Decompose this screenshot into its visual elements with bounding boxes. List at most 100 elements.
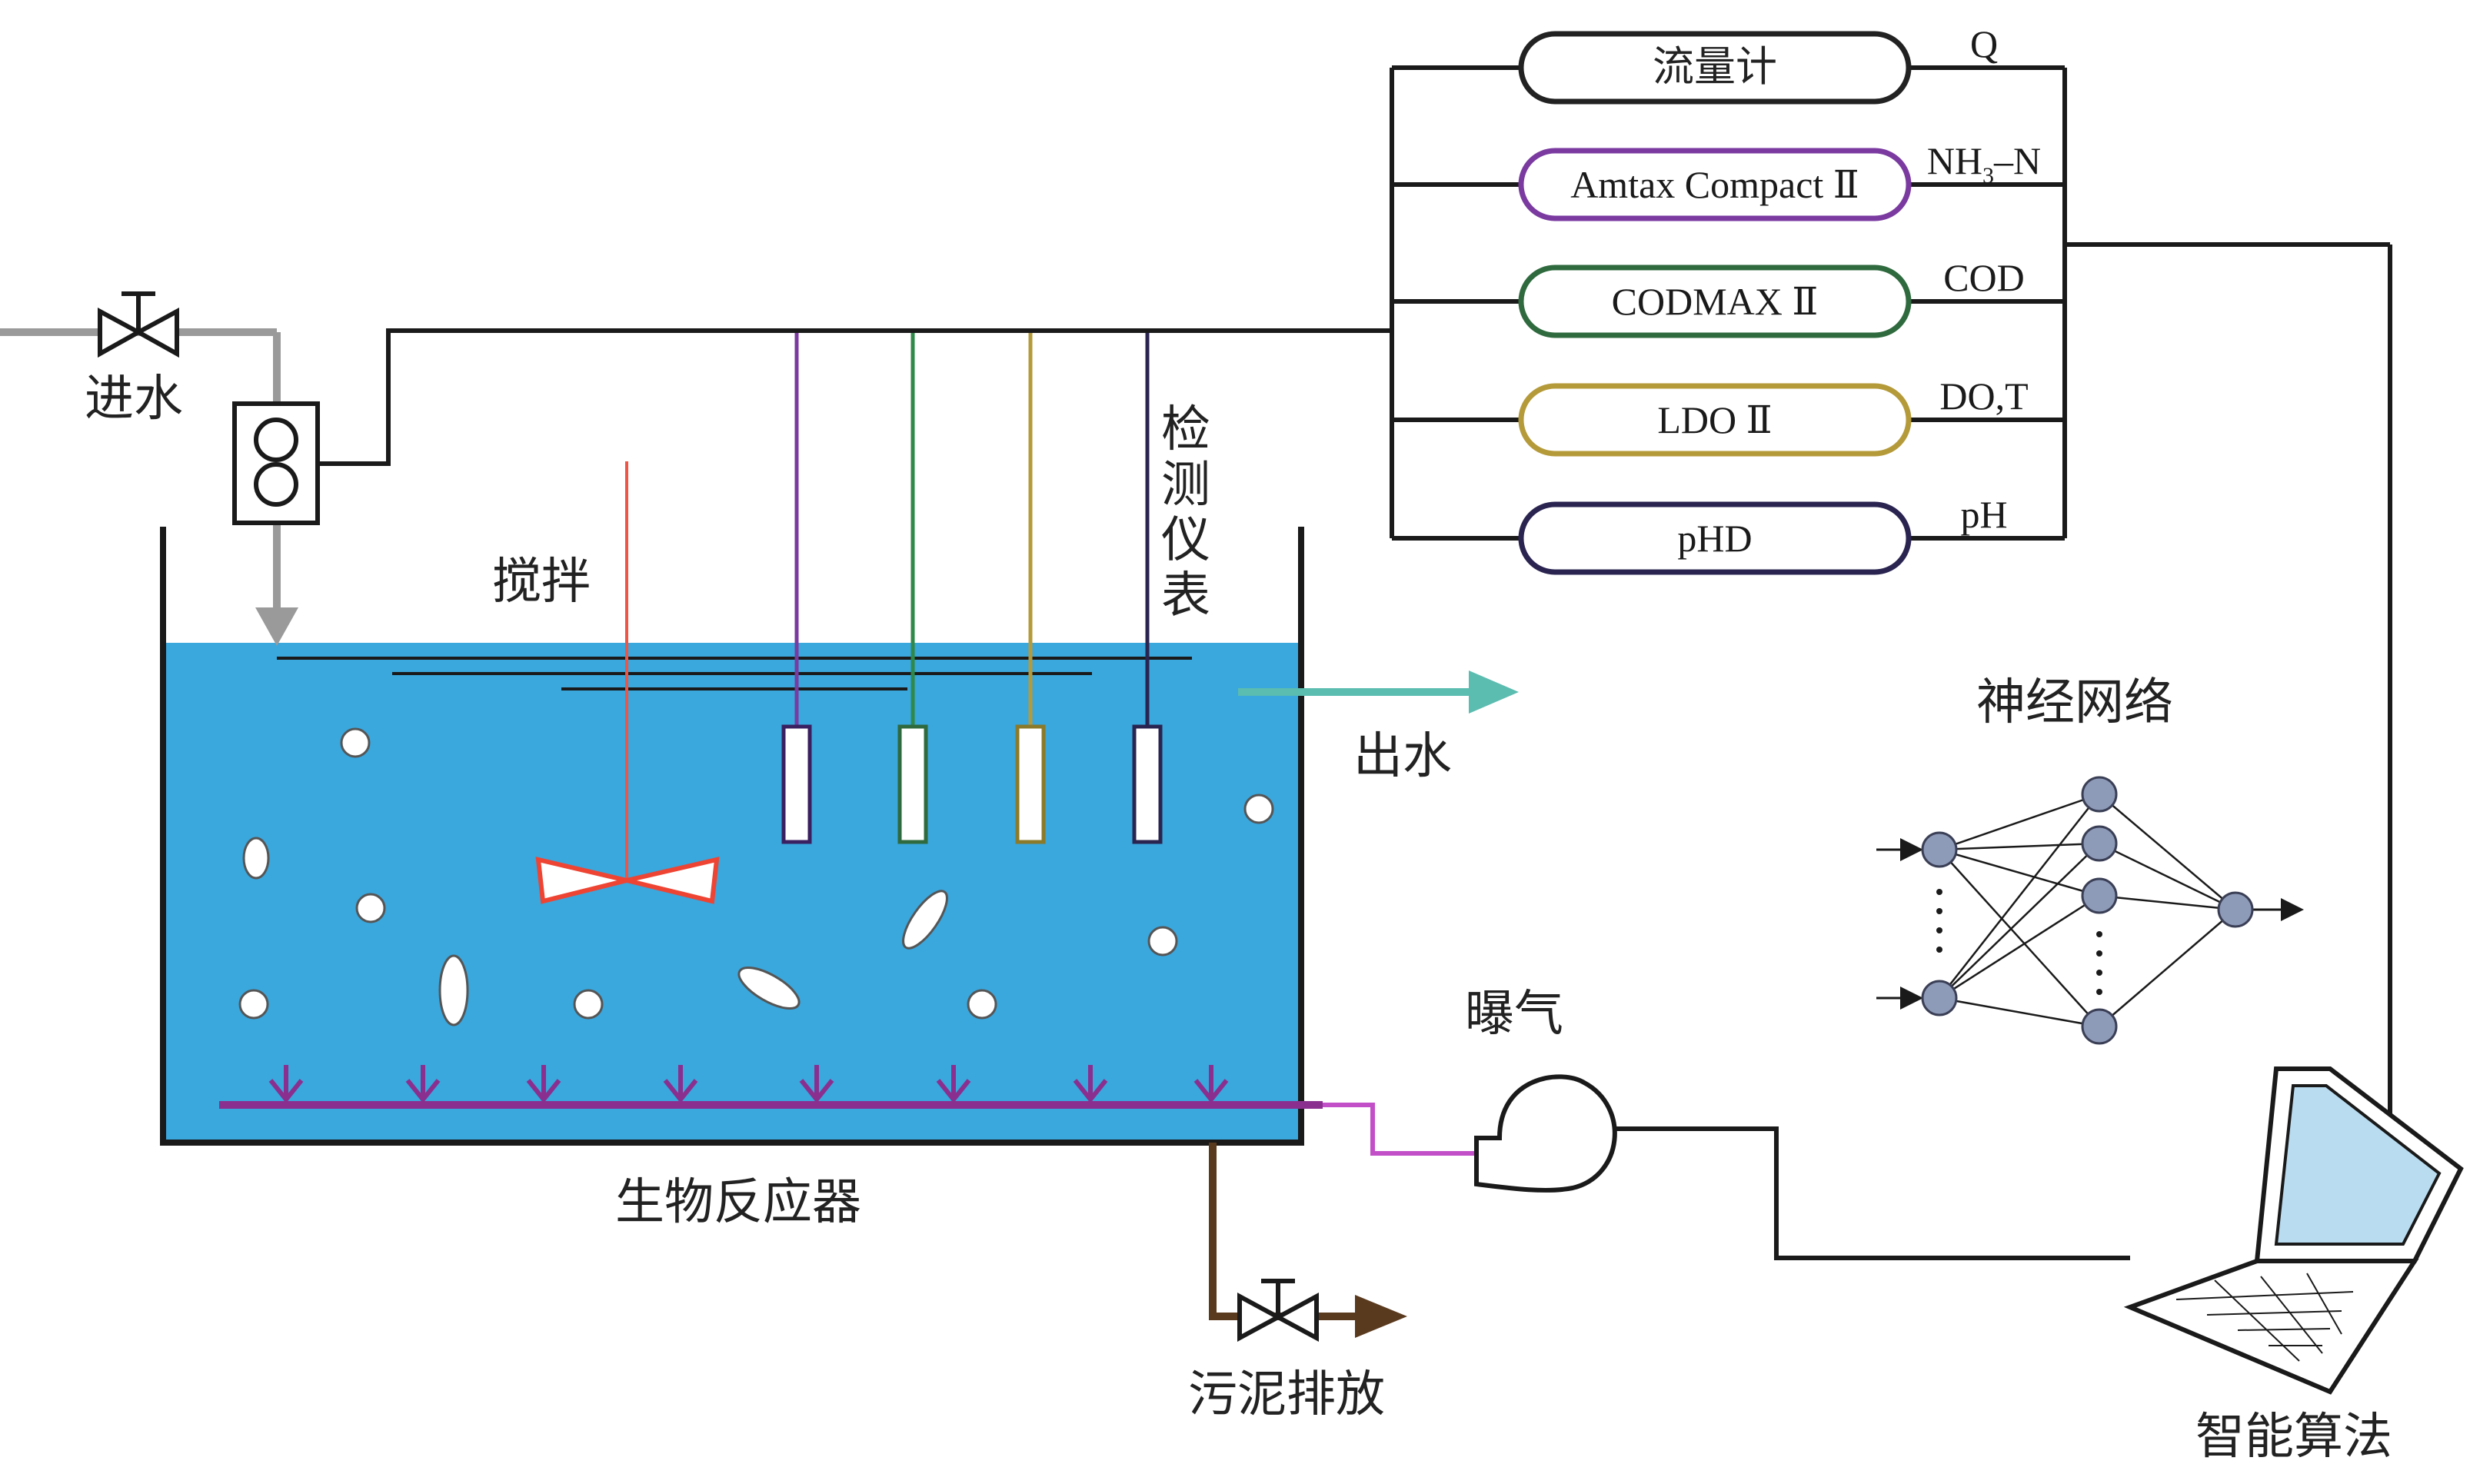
instrument-name: LDO Ⅱ [1657,398,1772,441]
nn-input-node [1921,831,1958,868]
stirrer [535,461,720,904]
instrument-name: pHD [1677,517,1752,560]
bubble [573,989,604,1020]
aeration-pipe [219,1065,1476,1156]
laptop-icon [2123,1066,2464,1395]
inlet-flowmeter-icon [232,401,320,525]
outlet [1238,670,1519,714]
probe-cod [897,724,928,844]
instrument-row: pHD pH [1392,493,2065,575]
sludge-pipe [1209,1143,1355,1320]
label-sludge: 污泥排放 [1188,1366,1385,1423]
flowmeter-signal-wire [318,328,1392,466]
label-outlet: 出水 [1353,728,1452,785]
label-monitor-char: 表 [1161,567,1210,624]
bubble [438,954,469,1026]
bubbles [238,727,1274,1026]
instrument-name: CODMAX Ⅱ [1612,280,1819,323]
laptop-keyboard [2175,1273,2354,1362]
label-aeration: 曝气 [1465,986,1563,1043]
nn-hidden-node [2081,1008,2118,1045]
instrument-row: 流量计 Q [1392,22,2065,105]
nn-input-arrows [1876,838,2304,1010]
instrument-signal: Q [1970,22,1998,65]
instrument-box [1518,31,1912,105]
instrument-signal: COD [1943,256,2025,299]
instrument-row: Amtax Compact Ⅱ NH3–N [1392,139,2065,221]
nn-connections [1939,793,2236,1028]
label-monitor-char: 测 [1161,457,1210,514]
bubble [1243,794,1274,824]
nn-ellipsis [1936,889,2102,995]
diffuser [799,1065,834,1103]
instrument-signal: NH3–N [1927,139,2041,188]
blower-to-computer-wire [1613,1126,2130,1260]
diffusers [268,1065,1229,1103]
laptop-screen [2274,1084,2442,1246]
outlet-arrow-head [1469,670,1519,714]
label-monitor-char: 仪 [1161,512,1210,569]
instrument-row: LDO Ⅱ DO,T [1392,374,2065,457]
inlet-valve-icon [98,291,179,358]
aeration-blower [1474,1074,2130,1260]
probes [781,331,1163,844]
stirrer-impeller [535,857,627,904]
reactor-water [163,643,1301,1143]
sludge-arrow-head [1355,1295,1407,1338]
blower-icon [1474,1074,1617,1193]
instrument-name: Amtax Compact Ⅱ [1570,163,1859,206]
bubble [902,890,948,950]
instrument-signal: pH [1960,493,2007,536]
inlet-system [0,291,1392,646]
instrument-row: CODMAX Ⅱ COD [1392,256,2065,338]
instrument-box [1518,383,1912,457]
nn-nodes [1921,776,2254,1045]
label-reactor: 生物反应器 [615,1174,861,1231]
diffuser [526,1065,561,1103]
instrument-name: 流量计 [1653,42,1777,91]
bubble [967,989,997,1020]
nn-hidden-node [2081,877,2118,914]
neural-network-diagram [1876,776,2304,1045]
probe-nh3 [781,724,812,844]
bubble [355,893,386,923]
inlet-arrow-head [255,607,298,646]
instrument-signal: DO,T [1939,374,2028,418]
nn-output-node [2217,891,2254,928]
bubble [242,837,270,880]
label-monitor-vertical: 检 测 仪 表 [1161,401,1210,624]
label-inlet: 进水 [85,371,183,428]
label-neural-network: 神经网络 [1976,674,2173,731]
diffuser [405,1065,441,1103]
diffuser [268,1065,304,1103]
instrument-box [1518,501,1912,575]
instrument-bus [1390,68,2392,1115]
probe-ph [1132,724,1163,844]
bubble [340,727,371,758]
stirrer-impeller [626,857,720,904]
label-stirring: 搅拌 [492,554,591,611]
bubble [238,989,269,1020]
label-monitor-char: 检 [1161,401,1210,458]
instrument-box [1518,265,1912,338]
sludge-valve-icon [1237,1279,1319,1343]
instrument-box [1518,148,1912,221]
nn-hidden-node [2081,825,2118,862]
aeration-feed-pipe [1323,1103,1476,1156]
instrument-list: 流量计 Q Amtax Compact Ⅱ NH3–N CODMAX Ⅱ COD LDO Ⅱ… [1392,22,2065,575]
diffuser [1073,1065,1108,1103]
bubble [737,967,801,1010]
bioreactor [160,331,1476,1156]
reactor-walls [160,527,1304,1146]
label-algorithm: 智能算法 [2195,1409,2392,1466]
nn-hidden-node [2081,776,2118,813]
bubble [1147,926,1178,957]
sludge-discharge [1209,1143,1407,1343]
probe-do [1015,724,1046,844]
diffuser [1193,1065,1229,1103]
diffuser [663,1065,698,1103]
nn-input-node [1921,980,1958,1017]
laptop-base [2123,1259,2419,1395]
diffuser [936,1065,971,1103]
